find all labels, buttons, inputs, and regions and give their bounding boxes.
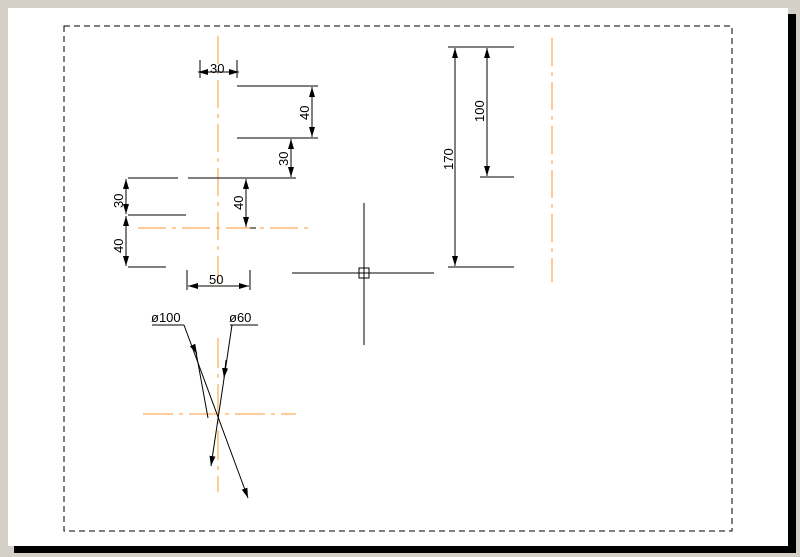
dim-diameter-small[interactable]: ø60 (229, 310, 251, 325)
dim-tall-inner[interactable]: 100 (472, 100, 487, 122)
dim-mid-step[interactable]: 30 (276, 152, 291, 166)
extension-lines (128, 60, 318, 290)
right-figure[interactable]: 170 100 (441, 38, 553, 282)
dim-diameter-large[interactable]: ø100 (151, 310, 181, 325)
dim-left-upper[interactable]: 30 (111, 194, 126, 208)
right-extension-lines (448, 46, 514, 268)
dim-center-height[interactable]: 40 (231, 196, 246, 210)
dim-left-lower[interactable]: 40 (111, 239, 126, 253)
dim-upper-height[interactable]: 40 (297, 106, 312, 120)
printable-area-border (63, 25, 733, 532)
paper-sheet[interactable] (8, 8, 788, 546)
dim-bottom-width[interactable]: 50 (209, 272, 223, 287)
crosshair-cursor-icon (292, 203, 434, 345)
dimension-lines (123, 69, 315, 289)
dim-tall-total[interactable]: 170 (441, 148, 456, 170)
upper-left-figure[interactable]: 30 40 30 30 40 40 50 (111, 36, 318, 290)
right-dimension-lines (452, 48, 490, 266)
lower-left-figure[interactable]: ø100 ø60 (143, 310, 296, 499)
dim-top-width[interactable]: 30 (210, 61, 224, 76)
pickbox-icon (358, 267, 370, 279)
diameter-leaders (152, 324, 258, 499)
